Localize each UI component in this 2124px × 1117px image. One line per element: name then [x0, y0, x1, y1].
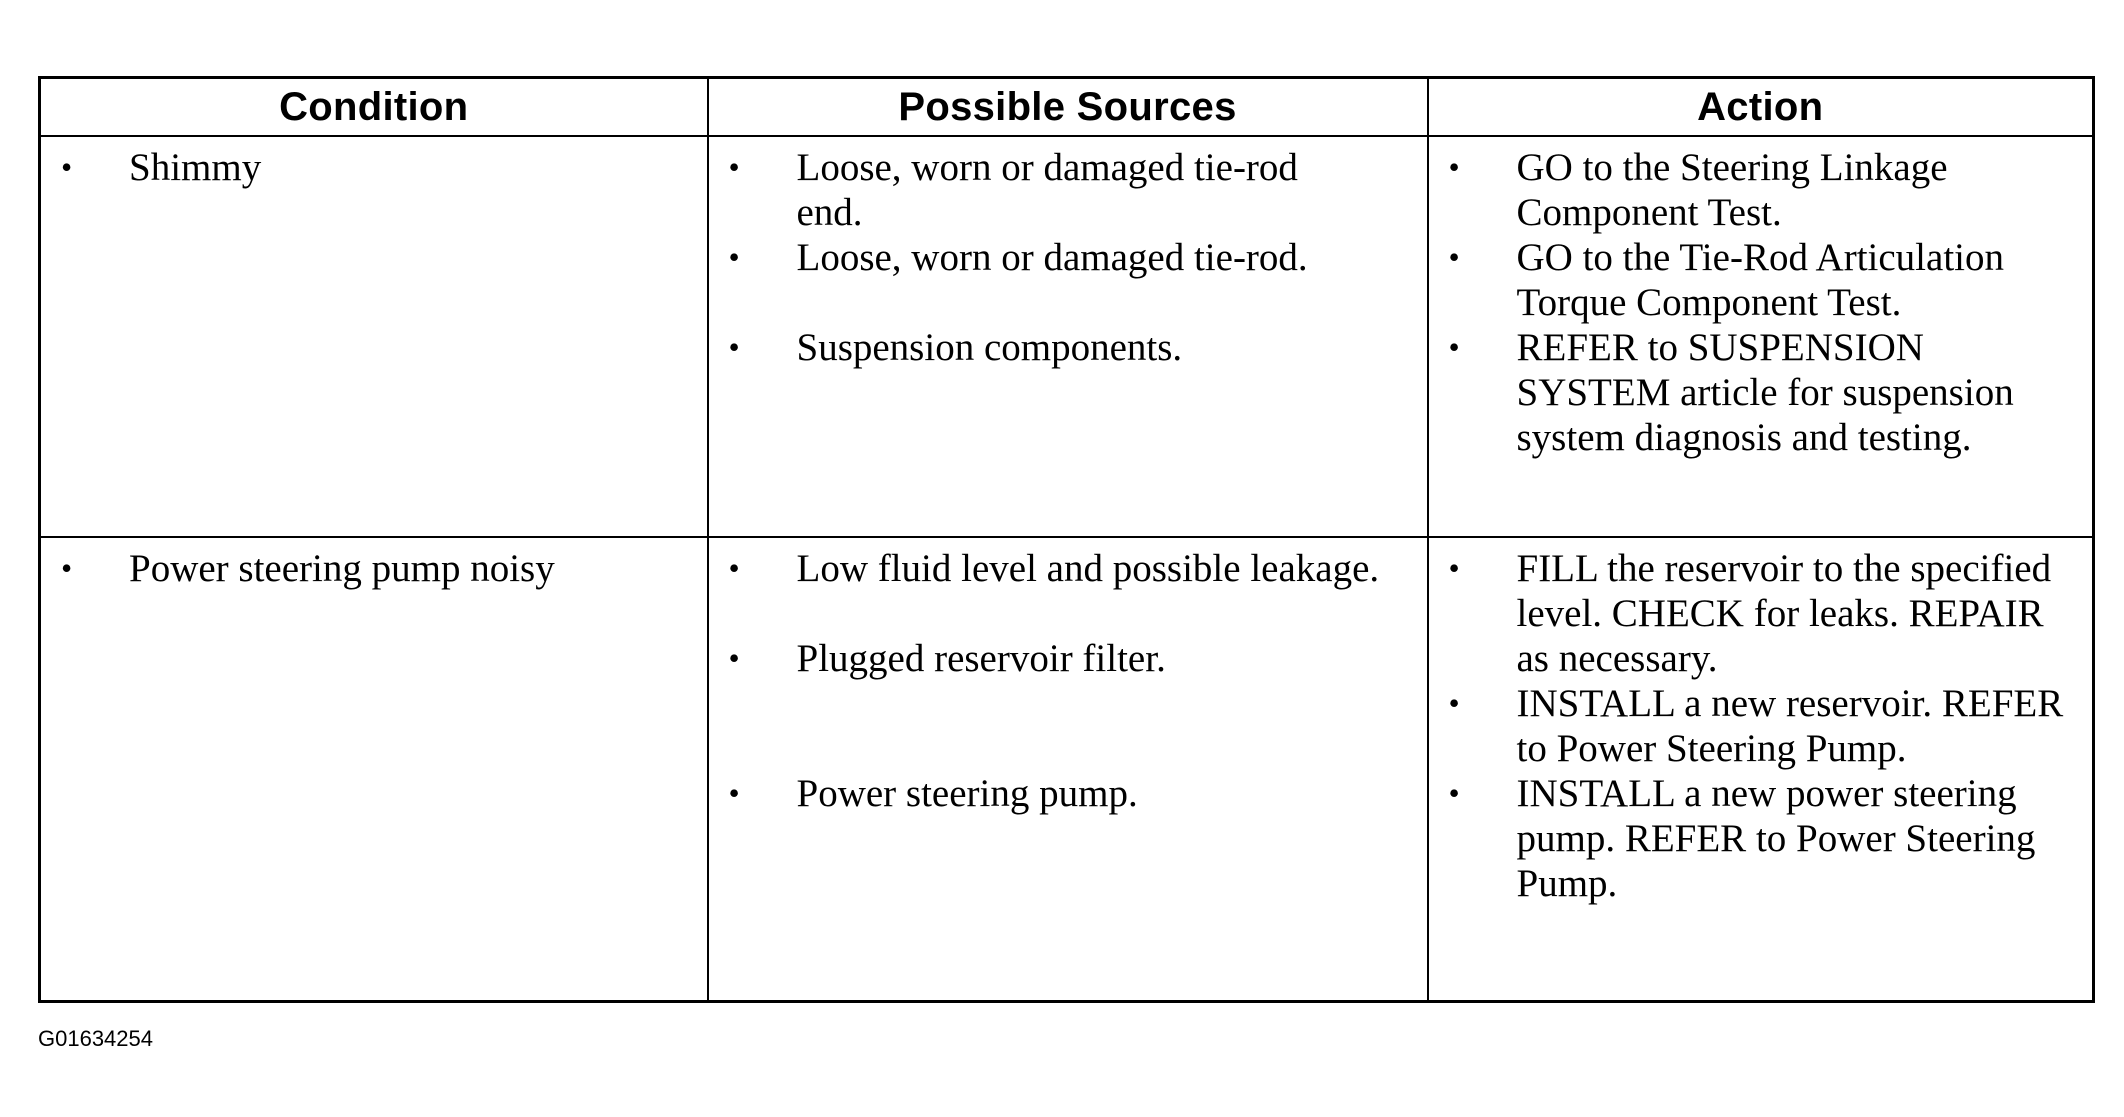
bullet-icon: • — [1448, 149, 1460, 185]
header-possible-sources: Possible Sources — [706, 76, 1429, 137]
source-text: Loose, worn or damaged tie-rod. — [796, 236, 1308, 279]
list-item: • Low fluid level and possible leakage. — [725, 546, 1397, 591]
list-item: • Power steering pump noisy — [57, 546, 687, 591]
bullet-icon: • — [1448, 685, 1460, 721]
action-text: INSTALL a new power steering pump. REFER… — [1516, 772, 2036, 905]
list-item: • REFER to SUSPENSION SYSTEM article for… — [1445, 325, 2079, 460]
table-row: • Power steering pump noisy • Low fluid … — [38, 536, 2095, 1002]
source-text: Suspension components. — [796, 326, 1183, 369]
list-item: • Suspension components. — [725, 325, 1327, 370]
list-item: • Loose, worn or damaged tie-rod. — [725, 235, 1327, 280]
action-text: INSTALL a new reservoir. REFER to Power … — [1516, 682, 2064, 770]
source-text: Plugged reservoir filter. — [796, 637, 1166, 680]
list-item: • INSTALL a new power steering pump. REF… — [1445, 771, 2079, 906]
bullet-icon: • — [1448, 550, 1460, 586]
sources-cell: • Low fluid level and possible leakage. … — [706, 536, 1429, 1002]
action-text: GO to the Tie-Rod Articulation Torque Co… — [1516, 236, 2005, 324]
figure-id: G01634254 — [38, 1026, 153, 1051]
condition-text: Shimmy — [129, 146, 262, 189]
condition-text: Power steering pump noisy — [129, 547, 555, 590]
list-item: • INSTALL a new reservoir. REFER to Powe… — [1445, 681, 2079, 771]
bullet-icon: • — [1448, 239, 1460, 275]
header-condition: Condition — [38, 76, 709, 137]
condition-cell: • Power steering pump noisy — [38, 536, 709, 1002]
action-text: FILL the reservoir to the specified leve… — [1516, 547, 2052, 680]
list-item: • Loose, worn or damaged tie-rod end. — [725, 145, 1327, 235]
diagnosis-table: Condition Possible Sources Action • Shim… — [38, 76, 2095, 1003]
action-text: REFER to SUSPENSION SYSTEM article for s… — [1516, 326, 2014, 459]
bullet-icon: • — [728, 329, 740, 365]
list-item: • FILL the reservoir to the specified le… — [1445, 546, 2079, 681]
action-cell: • GO to the Steering Linkage Component T… — [1426, 135, 2095, 538]
action-text: GO to the Steering Linkage Component Tes… — [1516, 146, 1948, 234]
bullet-icon: • — [1448, 775, 1460, 811]
bullet-icon: • — [728, 775, 740, 811]
bullet-icon: • — [728, 640, 740, 676]
bullet-icon: • — [61, 550, 73, 586]
header-action: Action — [1426, 76, 2095, 137]
source-text: Power steering pump. — [796, 772, 1138, 815]
list-item: • Shimmy — [57, 145, 687, 190]
list-item: • GO to the Steering Linkage Component T… — [1445, 145, 2079, 235]
bullet-icon: • — [728, 239, 740, 275]
sources-cell: • Loose, worn or damaged tie-rod end. • … — [706, 135, 1429, 538]
source-text: Loose, worn or damaged tie-rod end. — [796, 146, 1298, 234]
list-item: • Power steering pump. — [725, 771, 1397, 816]
table-row: • Shimmy • Loose, worn or damaged tie-ro… — [38, 135, 2095, 538]
header-row: Condition Possible Sources Action — [38, 76, 2095, 137]
action-cell: • FILL the reservoir to the specified le… — [1426, 536, 2095, 1002]
bullet-icon: • — [1448, 329, 1460, 365]
condition-cell: • Shimmy — [38, 135, 709, 538]
list-item: • Plugged reservoir filter. — [725, 636, 1397, 681]
bullet-icon: • — [61, 149, 73, 185]
list-item: • GO to the Tie-Rod Articulation Torque … — [1445, 235, 2079, 325]
bullet-icon: • — [728, 149, 740, 185]
bullet-icon: • — [728, 550, 740, 586]
source-text: Low fluid level and possible leakage. — [796, 547, 1380, 590]
